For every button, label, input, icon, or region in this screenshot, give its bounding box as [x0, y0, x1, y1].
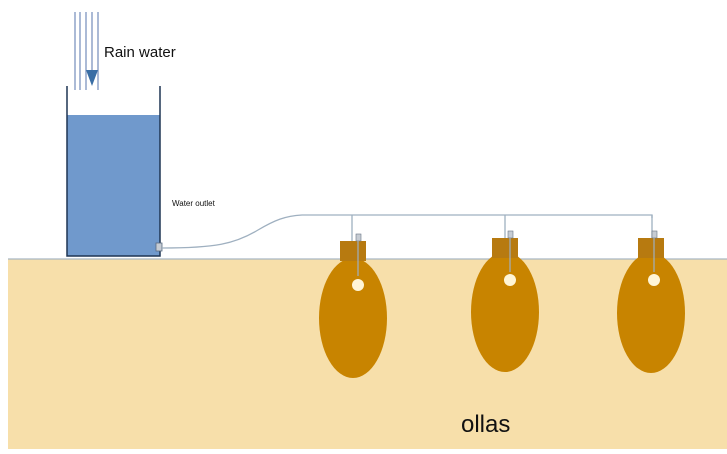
olla: [319, 233, 387, 378]
olla-fitting: [507, 230, 514, 239]
main-pipe: [161, 214, 653, 249]
olla: [471, 230, 539, 372]
olla-neck: [340, 241, 366, 261]
olla-opening: [352, 279, 364, 291]
olla-neck: [492, 238, 518, 258]
olla-neck: [638, 238, 664, 258]
olla-body: [319, 258, 387, 378]
ollas-label: ollas: [461, 411, 510, 438]
rain-streams: [74, 12, 99, 90]
olla-fitting: [651, 230, 658, 239]
olla-body: [471, 252, 539, 372]
water-outlet-label: Water outlet: [172, 199, 216, 208]
olla-fitting: [355, 233, 362, 242]
pipe-network: [161, 214, 653, 258]
olla: [617, 230, 685, 373]
tank-outline: [66, 86, 161, 257]
outlet-valve: [155, 242, 163, 252]
olla-opening: [504, 274, 516, 286]
rain-arrow-icon: [86, 70, 98, 86]
rain-water-label: Rain water: [104, 44, 176, 61]
olla-opening: [648, 274, 660, 286]
tank-water: [67, 115, 160, 256]
olla-body: [617, 253, 685, 373]
